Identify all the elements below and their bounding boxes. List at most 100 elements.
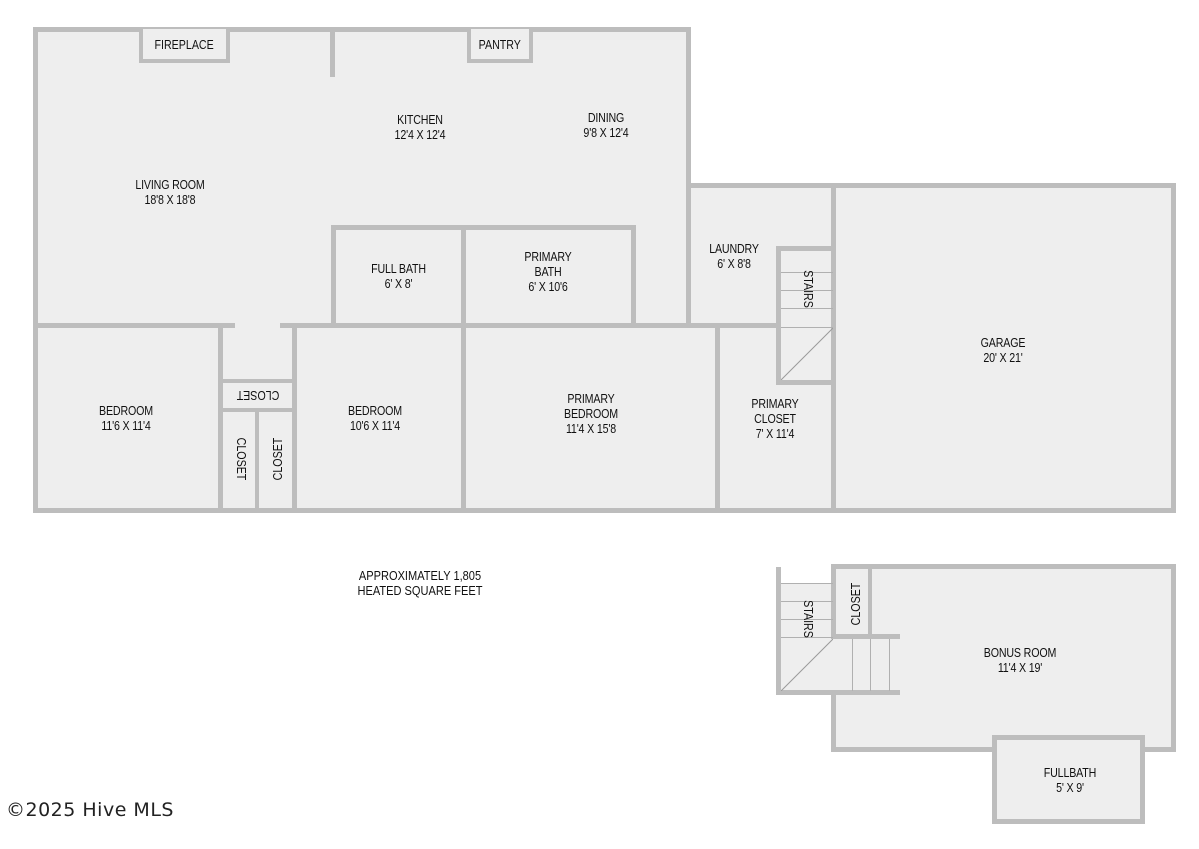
wall [776, 690, 900, 695]
room-name: FULLBATH [1043, 765, 1097, 780]
room-name: GARAGE [980, 335, 1026, 350]
wall [992, 819, 1145, 824]
room-name: PRIMARY [567, 391, 615, 406]
wall [831, 634, 900, 639]
wall [330, 27, 335, 77]
wall [631, 225, 636, 328]
stair-tread [889, 639, 890, 691]
stair-tread [781, 272, 833, 273]
wall [776, 380, 836, 385]
room-dims: 11'4 X 15'8 [565, 421, 617, 436]
wall [218, 379, 297, 383]
room-dims: 6' X 10'6 [528, 279, 568, 294]
closet-label-left: CLOSET [234, 437, 250, 481]
room-name: BEDROOM [564, 406, 618, 421]
stair-tread [781, 601, 833, 602]
stair-tread [781, 327, 833, 328]
wall [33, 323, 235, 328]
room-dims: 18'8 X 18'8 [144, 192, 196, 207]
room-bonus-room: BONUS ROOM 11'4 X 19' [971, 645, 1069, 675]
fireplace-label: FIREPLACE [139, 29, 230, 63]
room-full-bath: FULL BATH 6' X 8' [347, 261, 450, 291]
room-garage: GARAGE 20' X 21' [954, 335, 1052, 365]
stair-tread [852, 639, 853, 691]
room-primary-bedroom: PRIMARY BEDROOM 11'4 X 15'8 [542, 391, 640, 436]
wall [831, 747, 995, 752]
wall [992, 735, 1144, 740]
stair-tread [781, 619, 833, 620]
wall [331, 225, 336, 328]
stairs-label: STAIRS [801, 600, 816, 638]
stair-tread [870, 639, 871, 691]
stair-landing-icon [781, 639, 833, 691]
note-line-1: APPROXIMATELY 1,805 [358, 568, 482, 583]
room-name: CLOSET [754, 411, 796, 426]
note-line-2: HEATED SQUARE FEET [357, 583, 483, 598]
room-name: DINING [587, 110, 625, 125]
room-primary-closet: PRIMARY CLOSET 7' X 11'4 [734, 396, 816, 441]
wall [831, 692, 836, 752]
room-dims: 20' X 21' [983, 350, 1023, 365]
stair-tread [781, 290, 833, 291]
wall [292, 323, 297, 513]
room-dining: DINING 9'8 X 12'4 [557, 110, 655, 140]
living-kitchen-floor [35, 29, 690, 329]
room-name: FULL BATH [371, 261, 426, 276]
wall [461, 225, 466, 513]
room-name: KITCHEN [397, 112, 443, 127]
wall [331, 225, 636, 230]
room-dims: 6' X 8' [384, 276, 413, 291]
wall [280, 323, 780, 328]
closet-label-right: CLOSET [270, 437, 286, 481]
room-name: BEDROOM [348, 403, 402, 418]
room-dims: 7' X 11'4 [755, 426, 795, 441]
wall [33, 508, 1176, 513]
wall [1171, 183, 1176, 513]
stairs-label: STAIRS [801, 270, 816, 308]
room-bedroom-1: BEDROOM 11'6 X 11'4 [77, 403, 175, 433]
room-bedroom-2: BEDROOM 10'6 X 11'4 [326, 403, 424, 433]
stair-tread [781, 308, 833, 309]
room-laundry: LAUNDRY 6' X 8'8 [701, 241, 767, 271]
wall [1141, 747, 1176, 752]
wall [831, 564, 836, 638]
room-dims: 10'6 X 11'4 [349, 418, 401, 433]
room-name: PRIMARY [524, 249, 572, 264]
room-name: BATH [534, 264, 562, 279]
room-dims: 12'4 X 12'4 [394, 127, 446, 142]
room-dims: 11'4 X 19' [997, 660, 1043, 675]
bedroom-wing-floor [35, 325, 835, 512]
heated-square-feet-note: APPROXIMATELY 1,805 HEATED SQUARE FEET [344, 568, 497, 598]
wall [33, 27, 38, 513]
wall [715, 325, 720, 513]
room-name: BONUS ROOM [983, 645, 1057, 660]
wall [686, 183, 1176, 188]
room-dims: 5' X 9' [1056, 780, 1084, 795]
wall [218, 323, 223, 513]
wall [831, 564, 1176, 569]
room-living-room: LIVING ROOM 18'8 X 18'8 [121, 177, 219, 207]
fullbath-floor [994, 738, 1144, 822]
wall [686, 27, 691, 327]
room-name: LIVING ROOM [135, 177, 205, 192]
wall [1171, 564, 1176, 752]
room-name: LAUNDRY [709, 241, 759, 256]
room-primary-bath: PRIMARY BATH 6' X 10'6 [499, 249, 597, 294]
room-fullbath: FULLBATH 5' X 9' [1021, 765, 1119, 795]
room-dims: 11'6 X 11'4 [101, 418, 151, 433]
room-name: BEDROOM [99, 403, 153, 418]
garage-floor [833, 185, 1174, 512]
wall [776, 246, 836, 251]
closet-label-top: CLOSET [236, 388, 280, 403]
pantry-label: PANTRY [467, 29, 533, 63]
stair-tread [781, 637, 833, 638]
wall [831, 183, 836, 513]
copyright-watermark: ©2025 Hive MLS [6, 799, 174, 821]
closet-label: CLOSET [848, 582, 864, 626]
room-dims: 9'8 X 12'4 [583, 125, 629, 140]
room-dims: 6' X 8'8 [717, 256, 751, 271]
wall [776, 567, 781, 695]
wall [33, 27, 691, 32]
wall [1140, 735, 1145, 824]
wall [776, 246, 781, 385]
